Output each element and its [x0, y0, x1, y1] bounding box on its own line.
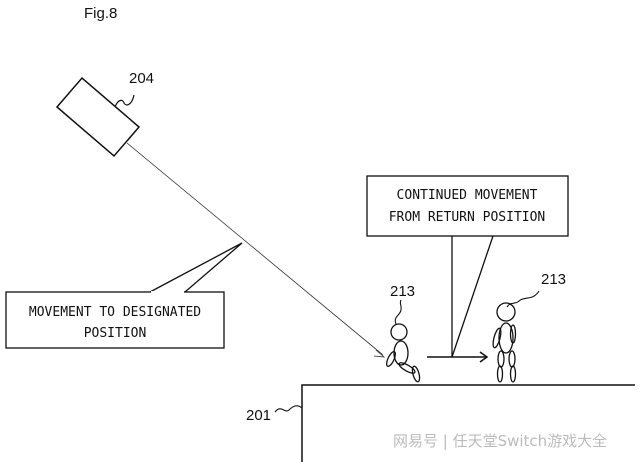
floor-outline: [301, 384, 635, 462]
character-standing: [492, 302, 517, 383]
character-right-label: 213: [541, 271, 566, 288]
figure-title: Fig.8: [84, 5, 117, 22]
continued-callout-tail-right: [451, 235, 494, 358]
movement-callout-line2: POSITION: [84, 326, 147, 341]
movement-callout-tail: [149, 242, 243, 293]
character-left-label: 213: [390, 283, 415, 300]
floor-leader: [274, 405, 303, 413]
camera-box: [55, 76, 141, 158]
sight-arrowhead-icon: [373, 349, 386, 358]
camera-label: 204: [129, 70, 154, 87]
floor-label: 201: [246, 407, 271, 424]
watermark: 网易号 | 任天堂Switch游戏大全: [393, 432, 607, 450]
continued-callout-line1: CONTINUED MOVEMENT: [397, 188, 538, 203]
character-sitting: [386, 323, 421, 383]
camera-sight-line: [126, 142, 384, 356]
movement-callout-line1: MOVEMENT TO DESIGNATED: [29, 305, 201, 320]
continued-callout-box: [366, 175, 569, 237]
continued-callout-line2: FROM RETURN POSITION: [389, 210, 546, 225]
character-right-leader: [506, 290, 540, 308]
arrowhead-icon: [479, 351, 489, 363]
movement-callout-box: [5, 291, 225, 349]
character-left-leader: [394, 299, 402, 325]
camera-leader-line: [114, 94, 135, 108]
